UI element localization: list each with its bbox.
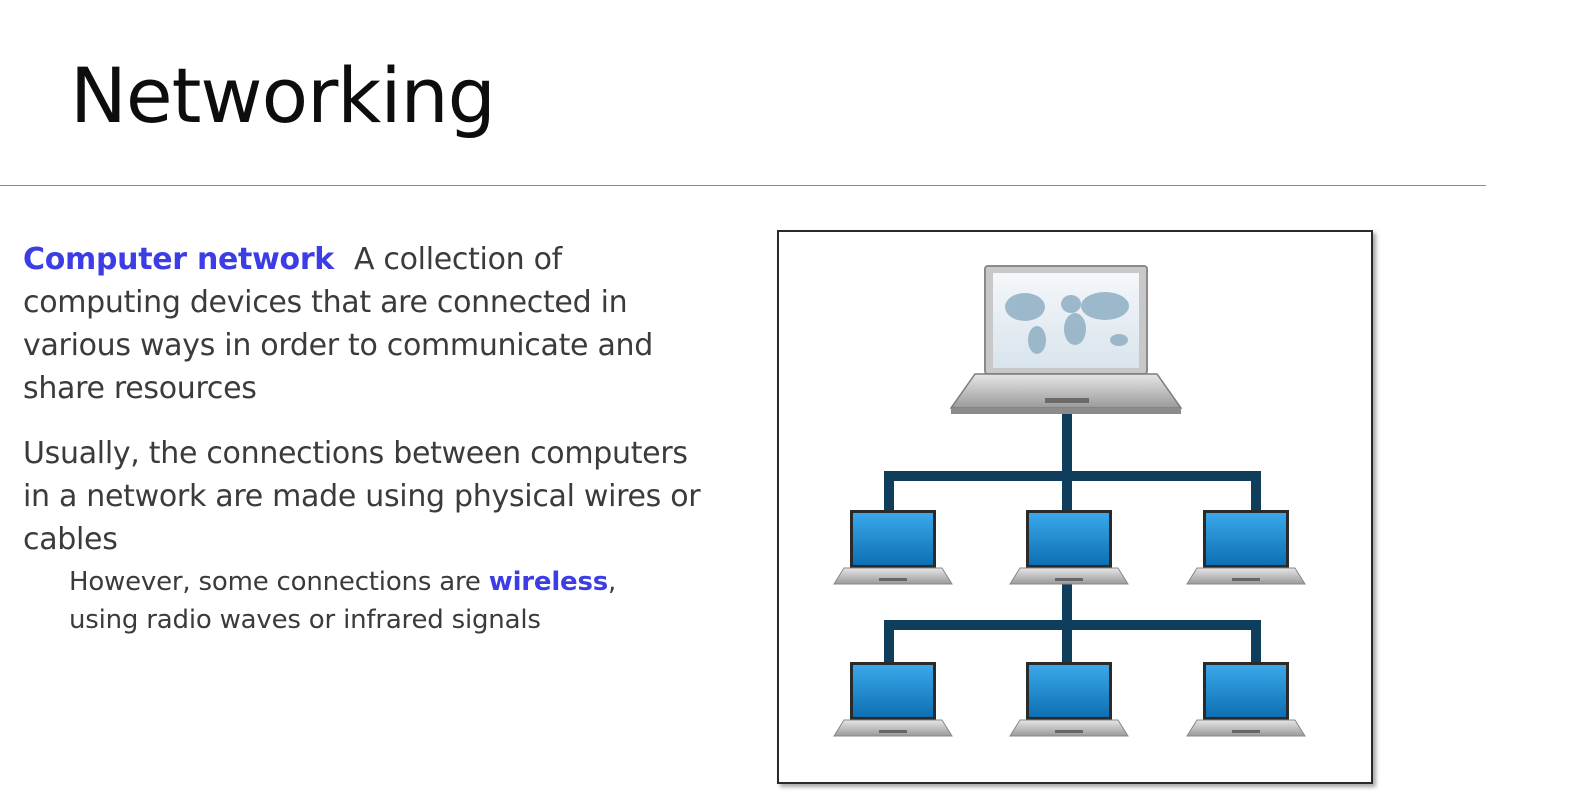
client-laptop-icon: [1186, 662, 1306, 737]
definition-term: Computer network: [23, 242, 334, 277]
network-diagram: [833, 265, 1306, 737]
client-laptop-icon: [1009, 510, 1129, 585]
subpoint-text: However, some connections are: [69, 567, 489, 597]
network-diagram-figure: [777, 230, 1373, 784]
slide-title: Networking: [70, 51, 496, 140]
wireless-term: wireless: [488, 567, 609, 597]
connections-paragraph: Usually, the connections between compute…: [23, 436, 701, 557]
main-laptop-icon: [949, 265, 1183, 414]
wireless-subpoint: However, some connections are wireless, …: [69, 563, 723, 639]
client-laptop-icon: [833, 510, 953, 585]
client-laptop-icon: [1186, 510, 1306, 585]
title-divider: [0, 185, 1486, 186]
client-laptop-icon: [1009, 662, 1129, 737]
subpoint-comma: ,: [608, 567, 617, 597]
network-cables: [884, 412, 1261, 667]
subpoint-text-line2: using radio waves or infrared signals: [69, 605, 541, 635]
definition-text: A collection of computing devices that a…: [23, 242, 653, 406]
client-laptop-icon: [833, 662, 953, 737]
